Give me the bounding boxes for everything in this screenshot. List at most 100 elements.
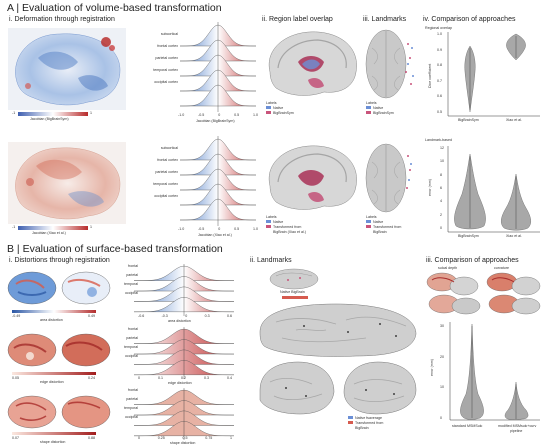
a3-legend1-bbs: BigBrainSym (366, 111, 394, 115)
a2-legend1-native: Native (266, 106, 283, 110)
panel-b3-title: iii. Comparison of approaches (426, 257, 519, 264)
region-label-parietal: parietal cortex (155, 170, 178, 174)
fsaverage-surface-lateral (259, 303, 417, 357)
ytick: 8 (440, 172, 442, 177)
xtick: 0 (138, 436, 140, 440)
colorbar-shape-distortion (12, 432, 96, 435)
sagittal-jacobian-map-xiao (8, 142, 126, 224)
region-label: temporal (124, 345, 138, 349)
region-overlap-brain-bigbrainsym (268, 31, 357, 96)
b1-row0-cmin: -0.49 (12, 314, 21, 318)
region-label-parietal: parietal cortex (155, 56, 178, 60)
cbar2-max: 1 (90, 225, 92, 229)
ytick: 1.0 (437, 32, 442, 36)
b1-row2-cmin: 0.07 (12, 436, 19, 440)
b1-region-labels-row0: frontal parietal temporal occipital (112, 264, 138, 300)
native-bigbrain-surface (269, 268, 319, 290)
b1-row0-xlabel: area distortion (168, 319, 191, 323)
colorbar-jacobian-xiao (18, 226, 88, 230)
swatch-native (266, 106, 271, 109)
b1-row2-clabel: shape distortion (40, 440, 66, 444)
xtick: 0.5 (234, 113, 240, 117)
xtick: 0 (218, 227, 221, 231)
xtick: 0.6 (226, 314, 232, 318)
panel-b1-title: i. Distortions through registration (9, 257, 110, 264)
cbar2-min: -1 (12, 225, 16, 229)
fsaverage-surface-medial-right (343, 361, 417, 415)
violin-modified-msmsulc (504, 381, 529, 420)
swatch-native (348, 416, 353, 419)
b2-legend-native: Native fsaverage (348, 416, 382, 420)
xtick: -0.5 (198, 113, 205, 117)
a3-legend2-title: Labels (366, 215, 377, 219)
ytick: 2 (440, 212, 442, 217)
ridge1-region-labels: subcortical frontal cortex parietal cort… (130, 32, 178, 92)
panel-a4-title: iv. Comparison of approaches (423, 16, 516, 23)
xtick: 0 (218, 113, 221, 117)
xtick: -1.0 (178, 113, 185, 117)
b1-row1-xticks: 0 0.1 0.2 0.3 0.4 (138, 376, 232, 380)
region-label-subcortical: subcortical (160, 146, 178, 150)
xtick: 1.0 (252, 227, 258, 231)
xtick: 0.4 (227, 376, 232, 380)
a3-legend2-transformed: Transformed from (366, 225, 401, 229)
a4-top-title: Regional overlap (425, 26, 452, 30)
ridge2-region-labels: subcortical frontal cortex parietal cort… (130, 146, 178, 206)
a4-bottom-ylabel: error (mm) (428, 179, 432, 196)
ytick: 0.7 (437, 78, 442, 83)
swatch-transformed (348, 421, 353, 424)
region-label: parietal (126, 397, 138, 401)
surface-shape-distortion (7, 395, 111, 429)
a2-legend1-title: Labels (266, 101, 277, 105)
a4-top-ylabel: Dice coefficient (428, 63, 432, 88)
xtick: 0 (185, 314, 188, 318)
xtick: 0.5 (182, 436, 188, 440)
ridge2-xlabel: Jacobian (Xiao et al.) (198, 233, 232, 237)
ytick: 0.6 (437, 94, 442, 99)
region-label-subcortical: subcortical (160, 32, 178, 36)
xtick: 0.3 (204, 376, 209, 380)
a4-top-xtick-1: Xiao et al. (506, 118, 522, 122)
cbar1-max: 1 (90, 111, 92, 115)
region-label: frontal (128, 264, 138, 268)
b1-region-labels-row1: frontal parietal temporal occipital (112, 327, 138, 363)
cbar1-label: Jacobian (BigBrainSym) (30, 117, 69, 121)
a4-bottom-title: Landmark-based (425, 138, 452, 142)
colorbar-jacobian-bigbrainsym (18, 112, 88, 116)
region-label: frontal (128, 327, 138, 331)
sagittal-jacobian-map-bigbrainsym (8, 28, 126, 110)
violin-surface-landmark-error (449, 322, 540, 421)
a2-legend1-bbs: BigBrainSym (266, 111, 294, 115)
ytick: 0.5 (437, 109, 442, 114)
ytick: 30 (440, 324, 444, 328)
b1-row0-clabel: area distortion (40, 318, 63, 322)
region-label: temporal (124, 282, 138, 286)
swatch-transformed (266, 111, 271, 114)
ridge-plot-jacobian-xiao (179, 136, 257, 226)
b1-row1-xlabel: edge distortion (168, 381, 192, 385)
ridge-plot-area-distortion (134, 264, 234, 316)
a3-legend2-transformed-2: BigBrain (373, 230, 387, 234)
ridge1-xlabel: Jacobian (BigBrainSym) (196, 119, 235, 123)
region-label: occipital (125, 415, 138, 419)
ytick: 12 (440, 146, 444, 150)
b1-row1-clabel: edge distortion (40, 380, 64, 384)
ytick: 0 (440, 415, 442, 420)
surface-area-distortion (7, 271, 111, 305)
fsaverage-surface-medial-left (259, 361, 335, 415)
xtick: 0.5 (234, 227, 240, 231)
region-label-frontal: frontal cortex (157, 44, 178, 48)
a2-legend2-native: Native (266, 220, 283, 224)
b1-row2-xticks: 0 0.25 0.5 0.75 1 (138, 436, 232, 440)
cbar2-label: Jacobian (Xiao et al.) (32, 231, 66, 235)
surface-edge-distortion (7, 333, 111, 367)
panel-a1-title: i. Deformation through registration (9, 16, 115, 23)
region-label-temporal: temporal cortex (153, 182, 178, 186)
b1-row0-cmax: 0.49 (88, 314, 95, 318)
ridge-plot-edge-distortion (134, 327, 234, 379)
ytick: 10 (440, 385, 444, 390)
b3-yticks: 0 10 20 30 (440, 324, 444, 420)
b3-curvature-label: curvature (494, 266, 509, 270)
ridge2-xticks: -1.0 -0.5 0 0.5 1.0 (178, 227, 258, 231)
xtick: 0 (138, 376, 140, 380)
